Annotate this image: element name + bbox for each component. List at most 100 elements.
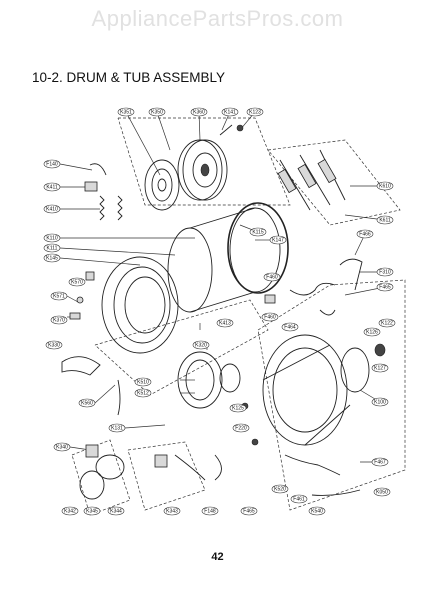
front-small-parts — [61, 271, 101, 376]
svg-text:K110: K110 — [46, 235, 58, 241]
callout-k125: K125 — [229, 403, 247, 413]
callout-k512: K512 — [134, 388, 152, 398]
svg-text:K411: K411 — [46, 184, 58, 190]
svg-text:F148: F148 — [204, 508, 216, 514]
svg-text:K510: K510 — [137, 379, 149, 385]
leader-lines — [59, 111, 386, 463]
svg-text:F460: F460 — [266, 274, 278, 280]
svg-text:K570: K570 — [71, 279, 83, 285]
drain-hose — [264, 258, 363, 316]
callout-k110: K110 — [43, 233, 61, 243]
svg-text:K340: K340 — [56, 444, 68, 450]
callout-k344: K344 — [107, 506, 125, 516]
svg-text:F465: F465 — [243, 508, 255, 514]
callout-k540: K540 — [308, 506, 326, 516]
callout-k520: K520 — [271, 484, 289, 494]
svg-text:K123: K123 — [249, 109, 261, 115]
callout-k342: K342 — [61, 506, 79, 516]
callout-k115: K115 — [249, 227, 267, 237]
svg-text:K571: K571 — [53, 293, 65, 299]
callout-k100: K100 — [371, 397, 389, 407]
springs — [99, 195, 123, 221]
callout-k570: K570 — [68, 277, 86, 287]
svg-text:F465: F465 — [379, 284, 391, 290]
svg-text:K145: K145 — [46, 255, 58, 261]
callout-f464: F464 — [281, 322, 299, 332]
callout-k510: K510 — [134, 377, 152, 387]
svg-text:F466: F466 — [359, 231, 371, 237]
callout-f465: F465 — [376, 282, 394, 292]
svg-text:F310: F310 — [379, 269, 391, 275]
svg-text:K343: K343 — [166, 508, 178, 514]
callout-k411: K411 — [43, 182, 61, 192]
svg-text:K122: K122 — [381, 320, 393, 326]
callout-k147: K147 — [269, 235, 287, 245]
callout-k320: K320 — [192, 340, 210, 350]
svg-text:K115: K115 — [252, 229, 264, 235]
callout-k571: K571 — [50, 291, 68, 301]
svg-text:K131: K131 — [111, 425, 123, 431]
callout-k050: K050 — [373, 487, 391, 497]
svg-text:F464: F464 — [284, 324, 296, 330]
callout-labels: K351 K350 K360 K141 K123 F140 K411 K410 … — [43, 107, 396, 516]
svg-text:K345: K345 — [86, 508, 98, 514]
svg-text:K342: K342 — [64, 508, 76, 514]
svg-text:F140: F140 — [46, 161, 58, 167]
callout-f460: F460 — [263, 272, 281, 282]
front-tub — [101, 256, 179, 354]
callout-f467: F467 — [371, 457, 389, 467]
svg-text:F460: F460 — [264, 314, 276, 320]
wire-harness — [84, 163, 107, 192]
svg-text:K127: K127 — [374, 365, 386, 371]
svg-text:K344: K344 — [110, 508, 122, 514]
callout-f148: F148 — [201, 506, 219, 516]
callout-f140: F140 — [43, 159, 61, 169]
callout-k610: K610 — [376, 181, 394, 191]
svg-text:K351: K351 — [120, 109, 132, 115]
drum — [167, 202, 289, 313]
callout-f466: F466 — [356, 229, 374, 239]
svg-text:F220: F220 — [235, 425, 247, 431]
svg-text:K350: K350 — [151, 109, 163, 115]
svg-text:K050: K050 — [376, 489, 388, 495]
svg-text:K540: K540 — [311, 508, 323, 514]
section-title: 10-2. DRUM & TUB ASSEMBLY — [32, 70, 226, 85]
callout-f220: F220 — [232, 423, 250, 433]
svg-text:K320: K320 — [195, 342, 207, 348]
shaft-bolt — [219, 124, 244, 136]
callout-k141: K141 — [221, 107, 239, 117]
svg-text:F461: F461 — [293, 496, 305, 502]
callout-f463: F460 — [261, 312, 279, 322]
hose-bottom — [241, 402, 361, 496]
callout-k413: K413 — [216, 318, 234, 328]
callout-k560: K560 — [78, 398, 96, 408]
svg-text:K520: K520 — [274, 486, 286, 492]
callout-k131: K131 — [108, 423, 126, 433]
callout-k351: K351 — [117, 107, 135, 117]
svg-text:K100: K100 — [374, 399, 386, 405]
callout-f310: F310 — [376, 267, 394, 277]
svg-text:K126: K126 — [366, 329, 378, 335]
callout-k127: K127 — [371, 363, 389, 373]
callout-f461: F461 — [290, 494, 308, 504]
callout-k126: K126 — [363, 327, 381, 337]
svg-text:K111: K111 — [47, 245, 58, 251]
callout-k123: K123 — [246, 107, 264, 117]
dampers — [277, 149, 346, 211]
callout-k145: K145 — [43, 253, 61, 263]
svg-text:K560: K560 — [81, 400, 93, 406]
svg-text:K512: K512 — [137, 390, 149, 396]
callout-k343: K343 — [163, 506, 181, 516]
assembly-outlines — [71, 117, 406, 516]
svg-text:K330: K330 — [48, 342, 60, 348]
svg-text:K370: K370 — [53, 317, 65, 323]
svg-text:K147: K147 — [272, 237, 284, 243]
svg-text:K360: K360 — [193, 109, 205, 115]
rear-tub — [262, 334, 386, 446]
svg-text:K610: K610 — [379, 183, 391, 189]
stator-assembly — [144, 159, 180, 211]
rotor-assembly — [177, 139, 228, 201]
callout-k111: K111 — [43, 243, 61, 253]
drain-pump — [79, 444, 222, 500]
